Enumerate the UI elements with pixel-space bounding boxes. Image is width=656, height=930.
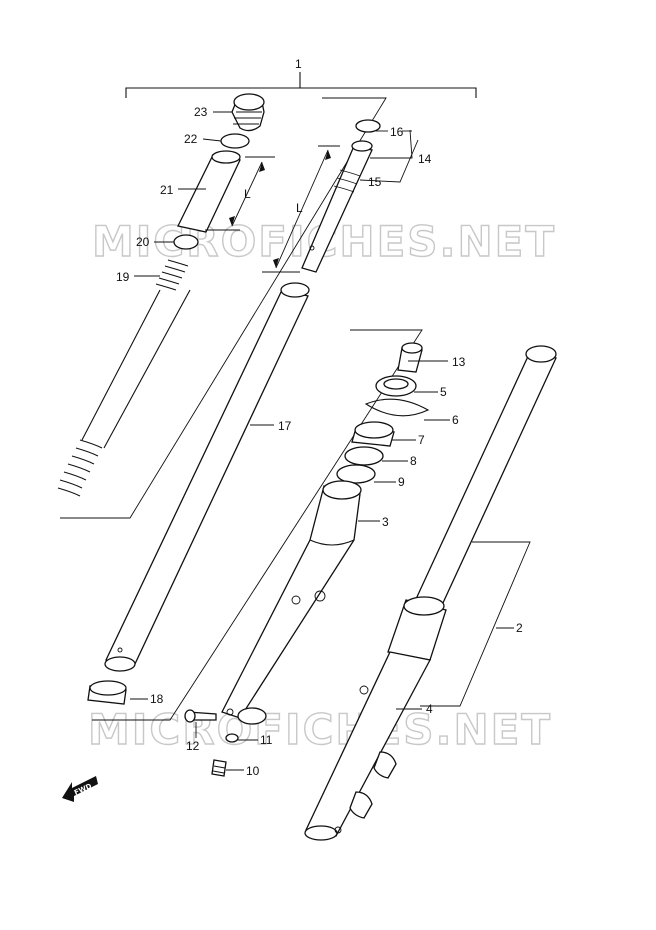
assembly-bracket [125, 72, 477, 98]
o-ring [220, 133, 250, 149]
callout-7: 7 [418, 433, 425, 447]
dimension-label: L [244, 187, 251, 201]
front-fork-assembly [304, 345, 557, 841]
forward-direction-arrow: FWD [62, 776, 98, 802]
callout-14: 14 [418, 152, 432, 166]
callout-5: 5 [440, 385, 447, 399]
callout-18: 18 [150, 692, 164, 706]
inner-fork-tube [104, 282, 310, 672]
callout-23: 23 [194, 105, 208, 119]
callout-1: 1 [295, 57, 302, 71]
rod-length-dimension: L [262, 145, 340, 273]
callout-10: 10 [246, 764, 260, 778]
callout-6: 6 [452, 413, 459, 427]
callout-20: 20 [136, 235, 150, 249]
gasket [225, 733, 239, 743]
callout-8: 8 [410, 454, 417, 468]
fork-cap-bolt [231, 93, 265, 132]
callout-9: 9 [398, 475, 405, 489]
slide-bushing [87, 680, 127, 705]
outer-fork-tube [221, 480, 362, 725]
callout-labels: 1 2 3 4 5 6 7 8 9 10 11 12 13 14 15 16 1… [116, 57, 523, 778]
callout-15: 15 [368, 175, 382, 189]
damper-rod-bolt [211, 759, 227, 777]
spacer-tube [177, 150, 241, 233]
callout-4: 4 [426, 702, 433, 716]
leader-lines [130, 111, 514, 771]
piston-ring [355, 119, 381, 133]
callout-17: 17 [278, 419, 292, 433]
guide-metal [336, 464, 376, 484]
callout-11: 11 [260, 733, 273, 747]
group-frame-lines [60, 97, 531, 721]
callout-2: 2 [516, 621, 523, 635]
callout-21: 21 [160, 183, 174, 197]
callout-12: 12 [186, 739, 200, 753]
watermark-lower: MICROFICHES.NET [88, 705, 552, 754]
dust-seal [375, 375, 417, 397]
spacer-length-dimension: L [205, 156, 275, 231]
fork-spring [57, 259, 191, 497]
callout-13: 13 [452, 355, 466, 369]
fwd-label: FWD [73, 782, 93, 797]
callout-3: 3 [382, 515, 389, 529]
drain-bolt [184, 709, 217, 723]
dimension-label-2: L [296, 201, 303, 215]
oil-lock-piece [397, 342, 423, 373]
stopper-ring [364, 398, 430, 417]
spring-seat-washer [173, 234, 199, 250]
callout-19: 19 [116, 270, 130, 284]
damper-rod [301, 119, 381, 273]
callout-16: 16 [390, 125, 404, 139]
oil-seal-retainer [344, 446, 384, 466]
oil-seal [351, 421, 395, 447]
callout-22: 22 [184, 132, 198, 146]
